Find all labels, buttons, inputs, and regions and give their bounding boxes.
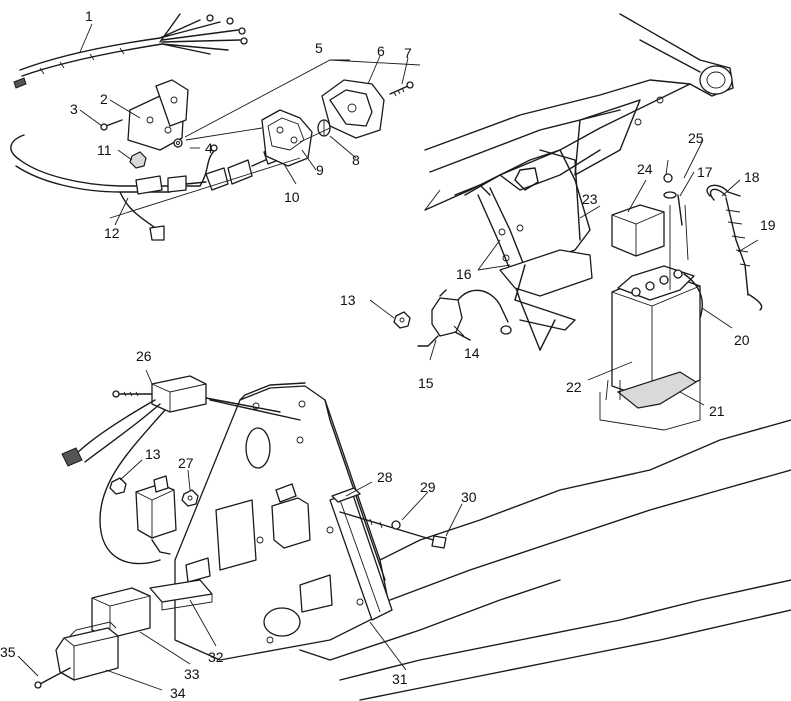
nut-11	[129, 151, 147, 169]
battery-guide-line	[599, 380, 701, 431]
callout-4: 4	[205, 140, 213, 156]
callout-34: 34	[170, 685, 186, 701]
callout-7: 7	[404, 45, 412, 61]
nut-13-upper	[393, 311, 411, 329]
callout-6: 6	[377, 43, 385, 59]
bracket-2	[127, 79, 189, 151]
vehicle-frame	[424, 13, 734, 351]
washer-4	[173, 138, 183, 148]
battery-cover	[611, 204, 665, 257]
callout-5: 5	[315, 40, 323, 56]
bracket-28	[331, 487, 361, 503]
callout-33: 33	[184, 666, 200, 682]
callout-27: 27	[178, 455, 194, 471]
callout-12: 12	[104, 225, 120, 241]
callout-3: 3	[70, 101, 78, 117]
callout-9: 9	[316, 162, 324, 178]
washer-27	[181, 489, 199, 507]
callout-23: 23	[582, 191, 598, 207]
callout-labels: 1 2 3 4 5 6 7 8 9 10 11 12 13 14 15 16 1…	[0, 8, 776, 701]
capacitor-26	[61, 375, 301, 565]
battery-strap	[709, 188, 763, 311]
callout-28: 28	[377, 469, 393, 485]
callout-24: 24	[637, 161, 653, 177]
screw-3	[100, 119, 123, 131]
callout-22: 22	[566, 379, 582, 395]
callout-25: 25	[688, 130, 704, 146]
callout-17: 17	[697, 164, 713, 180]
battery-hook	[706, 184, 741, 197]
assembly-guide-lines	[109, 127, 331, 219]
callout-16: 16	[456, 266, 472, 282]
callout-32: 32	[208, 649, 224, 665]
callout-30: 30	[461, 489, 477, 505]
screw-7	[389, 81, 414, 97]
leader-lines	[17, 23, 759, 691]
starter-relay	[417, 289, 512, 347]
frame-rail-lower	[299, 419, 791, 701]
callout-29: 29	[420, 479, 436, 495]
screw-35	[34, 667, 71, 689]
coil-13-lower	[109, 475, 177, 555]
callout-26: 26	[136, 348, 152, 364]
regulator-box	[271, 483, 311, 549]
taillight-housing-6	[321, 79, 385, 139]
callout-21: 21	[709, 403, 725, 419]
battery-cable-bolt	[663, 173, 689, 290]
callout-13a: 13	[340, 292, 356, 308]
callout-35: 35	[0, 644, 16, 660]
bulb-8	[317, 119, 331, 137]
cover-34	[55, 621, 119, 681]
bolt-29-30	[339, 511, 447, 549]
battery	[611, 265, 703, 401]
callout-15: 15	[418, 375, 434, 391]
callout-14: 14	[464, 345, 480, 361]
bracket-leader-5	[184, 59, 421, 138]
callout-2: 2	[100, 91, 108, 107]
callout-1: 1	[85, 8, 93, 24]
battery-pad	[605, 371, 698, 409]
lens-10	[261, 109, 313, 167]
callout-31: 31	[392, 671, 408, 687]
callout-18: 18	[744, 169, 760, 185]
callout-19: 19	[760, 217, 776, 233]
callout-11: 11	[97, 142, 112, 158]
callout-13b: 13	[145, 446, 161, 462]
callout-20: 20	[734, 332, 750, 348]
callout-10: 10	[284, 189, 300, 205]
callout-8: 8	[352, 152, 360, 168]
strip-32	[149, 579, 213, 611]
